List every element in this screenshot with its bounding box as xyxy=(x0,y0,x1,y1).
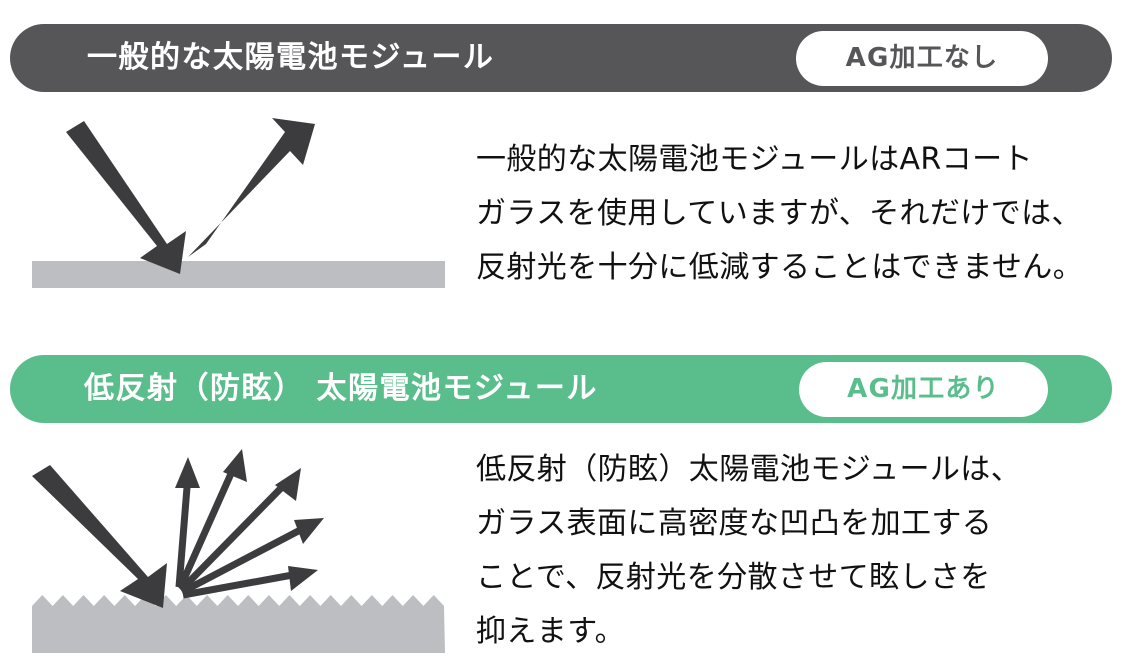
scattered-ray-4 xyxy=(180,518,324,596)
specular-reflection-diagram xyxy=(0,110,465,305)
badge-ag-applied: AG加工あり xyxy=(799,361,1048,417)
scattered-ray-5 xyxy=(182,566,318,599)
reflected-ray-arrow xyxy=(188,118,315,257)
section-header-anti-glare: 低反射（防眩） 太陽電池モジュール AG加工あり xyxy=(10,355,1112,423)
badge-ag-none: AG加工なし xyxy=(796,30,1048,86)
scattered-ray-1 xyxy=(175,457,200,588)
description-anti-glare: 低反射（防眩）太陽電池モジュールは、 ガラス表面に高密度な凹凸を加工する ことで… xyxy=(476,452,1022,649)
incoming-ray-arrow xyxy=(32,465,167,608)
section-title-anti-glare: 低反射（防眩） 太陽電池モジュール xyxy=(84,371,598,406)
flat-surface-bar xyxy=(32,261,445,288)
sawtooth-surface xyxy=(32,595,445,653)
badge-ag-none-label: AG加工なし xyxy=(845,43,999,73)
scattered-ray-arrows xyxy=(175,449,324,599)
diffuse-reflection-diagram xyxy=(0,440,465,665)
badge-ag-applied-label: AG加工あり xyxy=(847,374,1000,404)
incoming-ray-arrow xyxy=(66,121,186,274)
specular-reflection-svg xyxy=(32,118,445,288)
scattered-ray-3 xyxy=(178,468,301,593)
section-header-conventional: 一般的な太陽電池モジュール AG加工なし xyxy=(10,24,1112,92)
scattered-ray-2 xyxy=(176,449,247,590)
section-title-conventional: 一般的な太陽電池モジュール xyxy=(87,40,495,75)
diffuse-reflection-svg xyxy=(32,449,445,653)
description-conventional: 一般的な太陽電池モジュールはARコート ガラスを使用していますが、それだけでは、… xyxy=(476,142,1084,285)
